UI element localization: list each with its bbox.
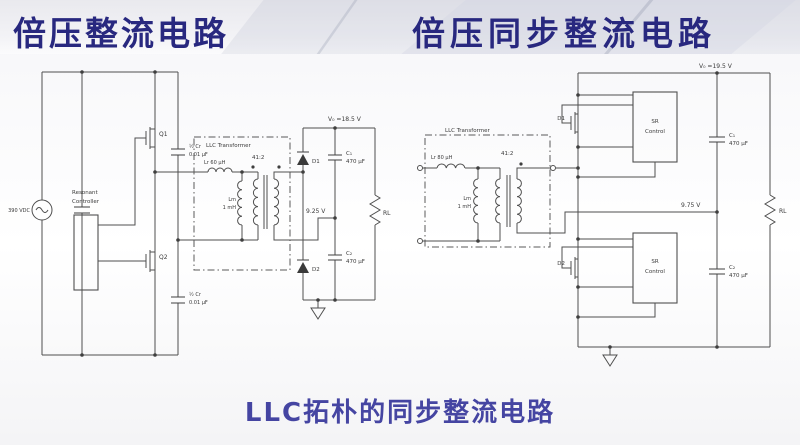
vout-label: V₀ =19.5 V (699, 63, 733, 70)
cr-bot-label-line2: 0.01 µF (189, 300, 208, 306)
sr-top-label-line1: SR (651, 119, 658, 125)
transformer-title: LLC Transformer (206, 143, 251, 149)
d2-label: D2 (312, 267, 320, 273)
d1-diode: D1 (297, 128, 320, 172)
vmid-label: 9.25 V (306, 208, 326, 215)
d1-label: D1 (312, 159, 320, 165)
lr-label: Lr 60 µH (204, 160, 226, 166)
controller-label-line2: Controller (72, 199, 100, 205)
cr-bot-label-line1: ½ Cr (189, 291, 202, 298)
lm-label-line1: Lm (228, 197, 236, 203)
c1-label-line1: C₁ (729, 133, 735, 139)
c2-label-line1: C₂ (729, 265, 735, 271)
left-wiring (41, 71, 258, 356)
load-resistor: RL (369, 128, 391, 300)
lm-label-line2: 1 mH (458, 204, 472, 210)
dc-source-label: 390 VDC (8, 208, 30, 214)
dc-source: 390 VDC (8, 199, 53, 221)
d1-label: D1 (557, 116, 565, 122)
vmid-label: 9.75 V (681, 202, 701, 209)
turns-ratio-label: 41:2 (252, 155, 264, 161)
slide-caption: LLC拓朴的同步整流电路 (244, 398, 556, 428)
controller-label-line1: Resonant (72, 190, 99, 196)
q1-label: Q1 (159, 131, 168, 138)
c1-label-line2: 470 µF (729, 141, 748, 147)
turns-ratio-label: 41:2 (501, 151, 513, 157)
ground-symbol (310, 300, 326, 320)
vout-label: V₀ =18.5 V (328, 116, 362, 123)
ground-symbol (602, 347, 618, 367)
c2-label-line1: C₂ (346, 251, 352, 257)
voltage-doubler-rectifier-schematic: 390 VDC Resonant Controller Q1 Q2 ½ Cr 0… (8, 70, 391, 357)
d1-sync-mosfet: D1 (557, 104, 633, 134)
c2-label-line2: 470 µF (346, 259, 365, 265)
cr-top-label-line1: ½ Cr (189, 143, 202, 150)
sr-control-top: SR Control (578, 91, 678, 178)
junction-dots (80, 70, 337, 357)
synchronous-rectifier-schematic: LLC Transformer Lr 80 µH Lm 1 mH 41:2 D1… (417, 63, 787, 367)
rl-label: RL (779, 208, 787, 215)
transformer-title: LLC Transformer (445, 128, 490, 134)
load-resistor: RL (764, 73, 787, 347)
junction-dots (476, 71, 719, 349)
d2-sync-mosfet: D2 (557, 246, 633, 279)
c1-label-line2: 470 µF (346, 159, 365, 165)
llc-transformer: LLC Transformer Lr 80 µH Lm 1 mH 41:2 (417, 128, 717, 248)
output-capacitor-c2: C₂ 470 µF (328, 218, 365, 300)
sr-bot-label-line2: Control (645, 269, 665, 275)
output-rails: V₀ =19.5 V 9.75 V (578, 63, 770, 348)
output-capacitor-c2: C₂ 470 µF (709, 212, 748, 347)
output-capacitor-c1: C₁ 470 µF (328, 128, 365, 218)
resonant-capacitor-bottom: ½ Cr 0.01 µF (171, 291, 208, 306)
output-rails: V₀ =18.5 V 9.25 V (303, 116, 375, 301)
lm-label-line1: Lm (463, 196, 471, 202)
q2-label: Q2 (159, 254, 168, 261)
c1-label-line1: C₁ (346, 151, 352, 157)
d2-diode: D2 (297, 172, 320, 300)
d2-label: D2 (557, 261, 565, 267)
resonant-controller: Resonant Controller (72, 137, 146, 291)
q2-mosfet: Q2 (145, 250, 168, 272)
sr-top-label-line2: Control (645, 129, 665, 135)
lm-label-line2: 1 mH (223, 205, 237, 211)
output-capacitor-c1: C₁ 470 µF (709, 73, 748, 212)
q1-mosfet: Q1 (145, 127, 168, 149)
c2-label-line2: 470 µF (729, 273, 748, 279)
sr-bot-label-line1: SR (651, 259, 658, 265)
rl-label: RL (383, 210, 391, 217)
header-band (0, 0, 800, 54)
lr-label: Lr 80 µH (431, 155, 453, 161)
sr-control-bottom: SR Control (578, 232, 678, 318)
cr-top-label-line2: 0.01 µF (189, 152, 208, 158)
input-filter-capacitor (74, 206, 90, 214)
right-circuit-title: 倍压同步整流电路 (412, 14, 716, 53)
llc-transformer: LLC Transformer Lr 60 µH 41:2 Lm 1 mH (193, 136, 335, 271)
left-circuit-title: 倍压整流电路 (13, 14, 229, 53)
resonant-capacitor-top: ½ Cr 0.01 µF (171, 143, 208, 158)
